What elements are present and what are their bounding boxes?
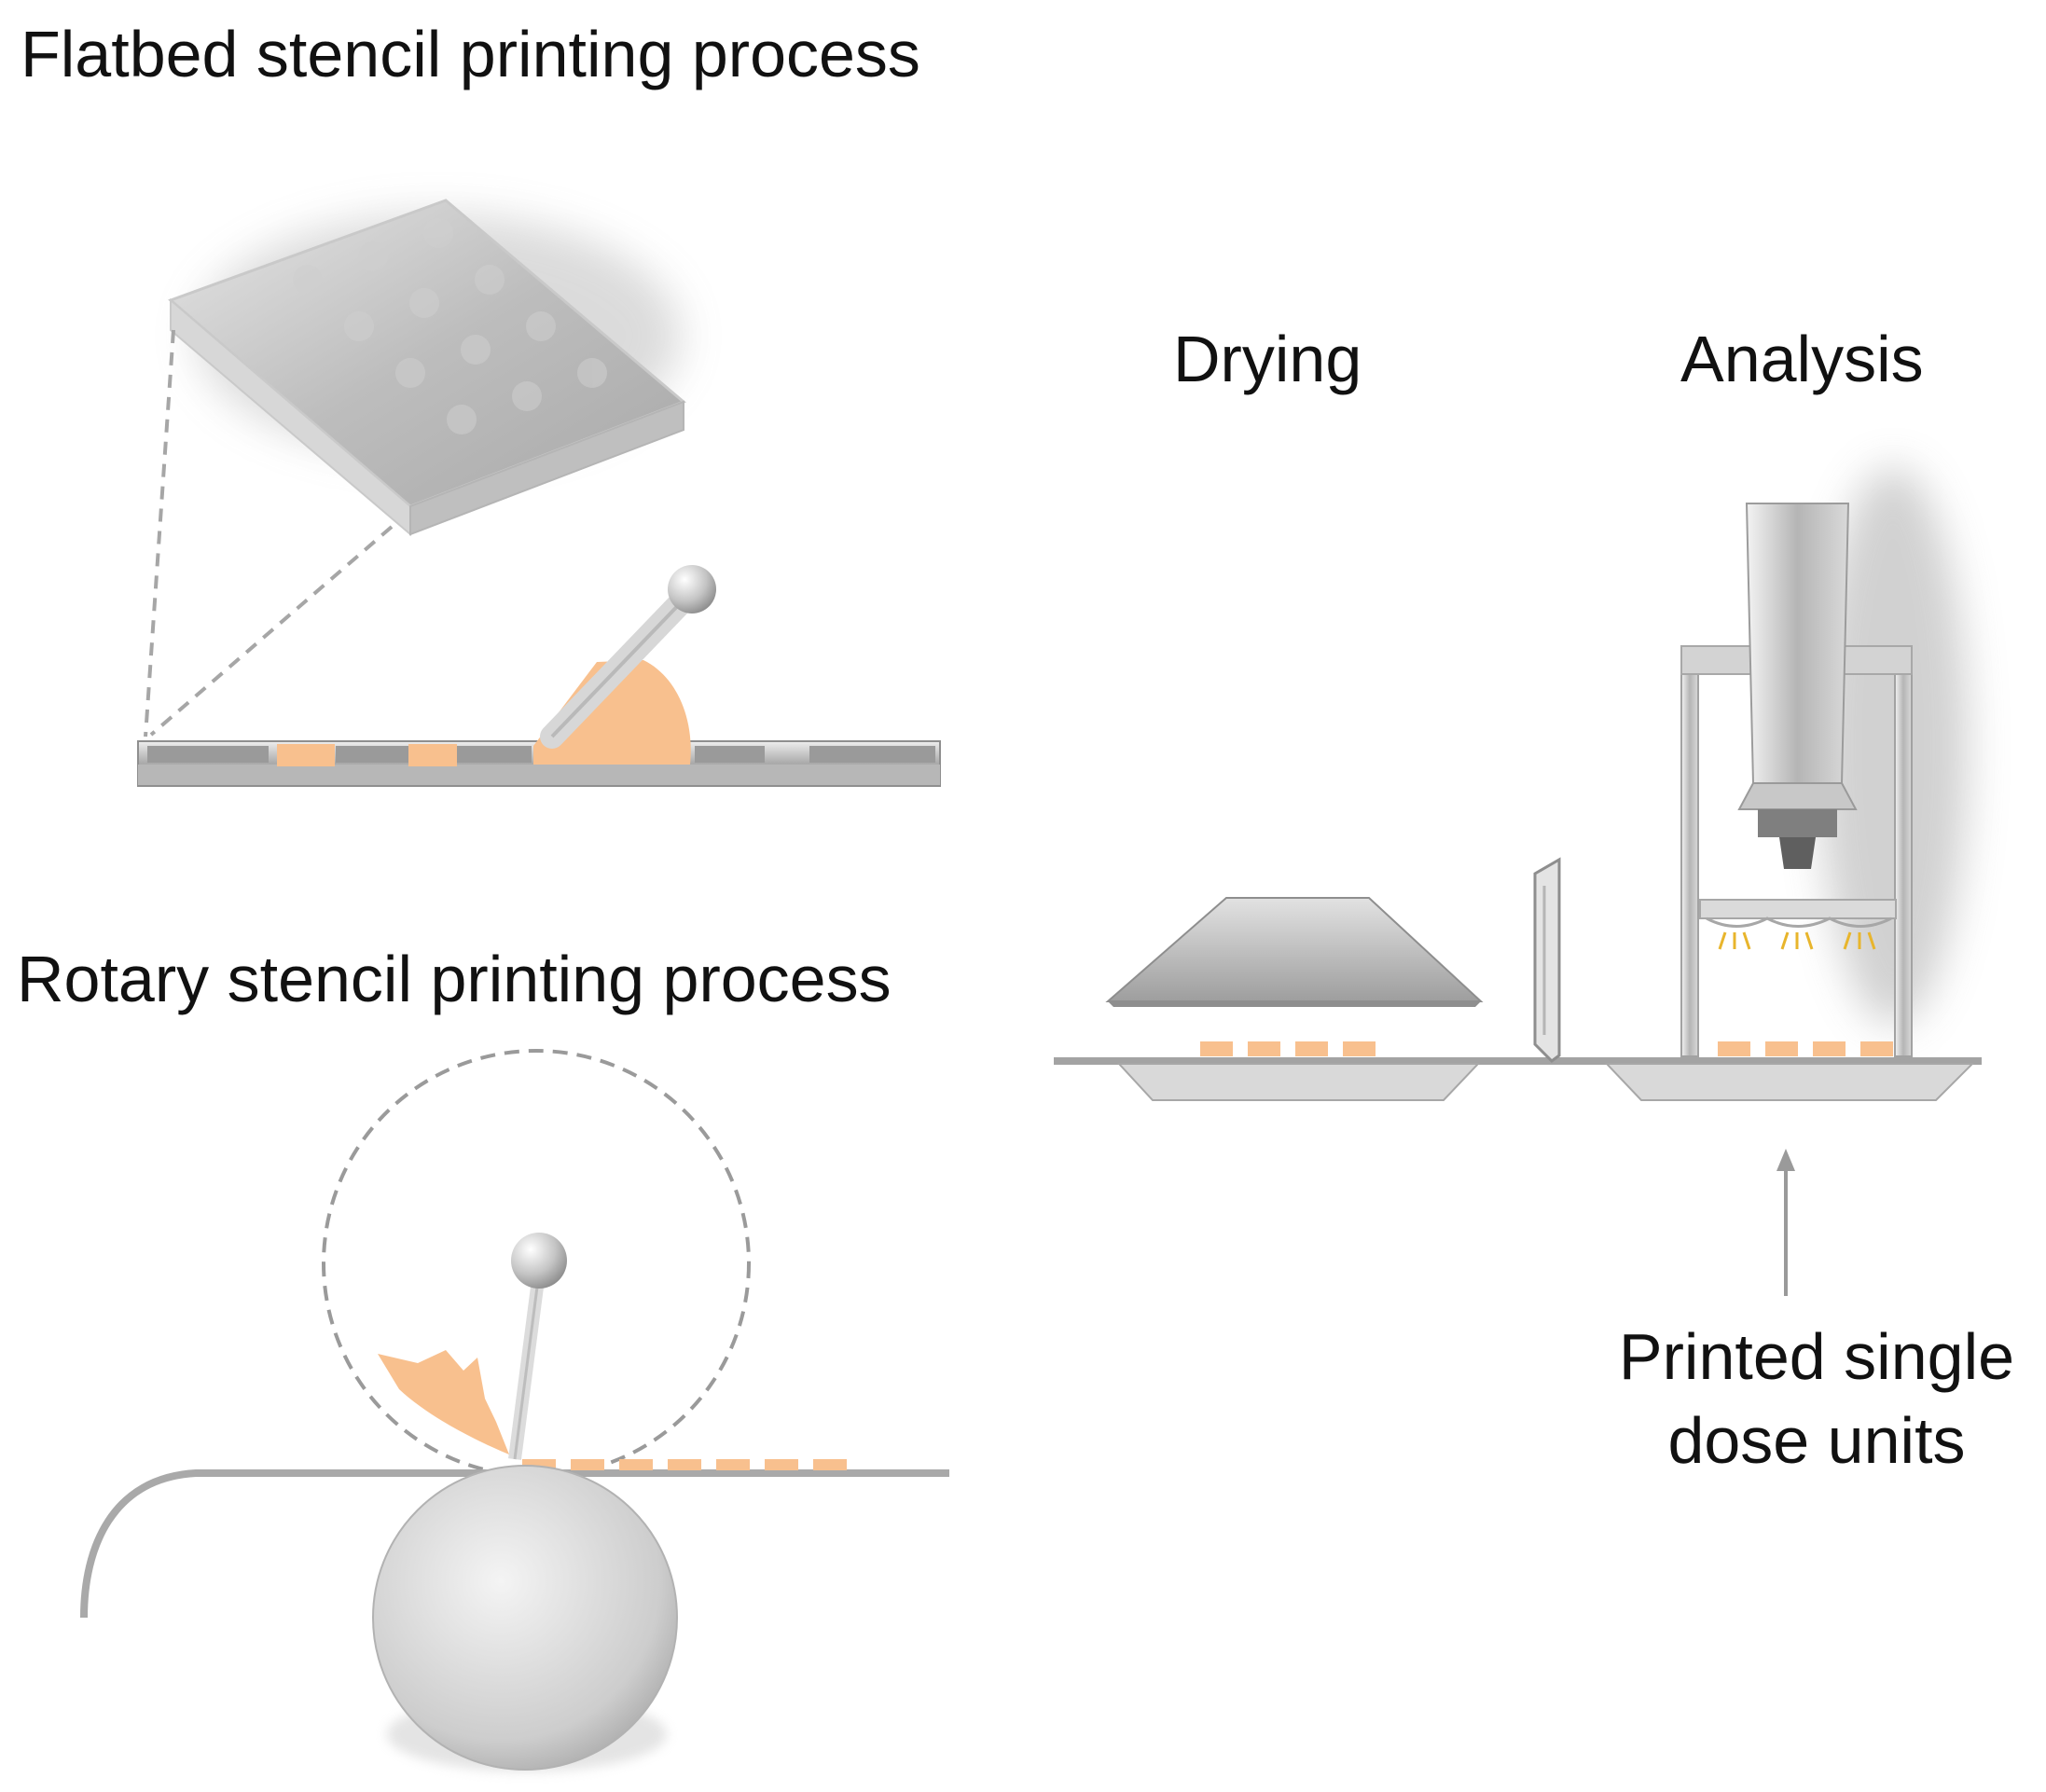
analysis-dose-units <box>1718 1041 1893 1056</box>
rotary-doctor-blade <box>508 1233 567 1460</box>
printed-units-label-line2: dose units <box>1667 1404 1966 1477</box>
drying-label: Drying <box>1173 323 1362 395</box>
pointer-arrow <box>1776 1149 1795 1296</box>
rotary-title: Rotary stencil printing process <box>17 943 892 1015</box>
flatbed-title: Flatbed stencil printing process <box>21 18 920 90</box>
rotary-paste-reservoir <box>378 1350 509 1454</box>
dryer-dose-units <box>1200 1041 1376 1056</box>
light-beam-icons <box>1718 931 1876 950</box>
flatbed-stencil-plate-icon <box>168 199 686 537</box>
rotary-zoom-circle <box>322 1049 751 1478</box>
rotary-dose-deposits <box>522 1459 847 1470</box>
printed-units-label-line1: Printed single <box>1618 1320 2015 1393</box>
dryer-hood-icon <box>1105 897 1484 1101</box>
analysis-tray <box>1604 1063 1975 1101</box>
flatbed-dose-deposits <box>277 660 691 766</box>
cutter-blade-icon <box>1533 857 1561 1063</box>
squeegee-icon <box>540 565 716 749</box>
analysis-label: Analysis <box>1680 323 1924 395</box>
zoom-guide-lines <box>144 329 394 737</box>
rotary-web-line <box>80 1469 949 1619</box>
rotary-drum-icon <box>372 1465 678 1771</box>
analyzer-icon <box>1680 466 1968 1057</box>
